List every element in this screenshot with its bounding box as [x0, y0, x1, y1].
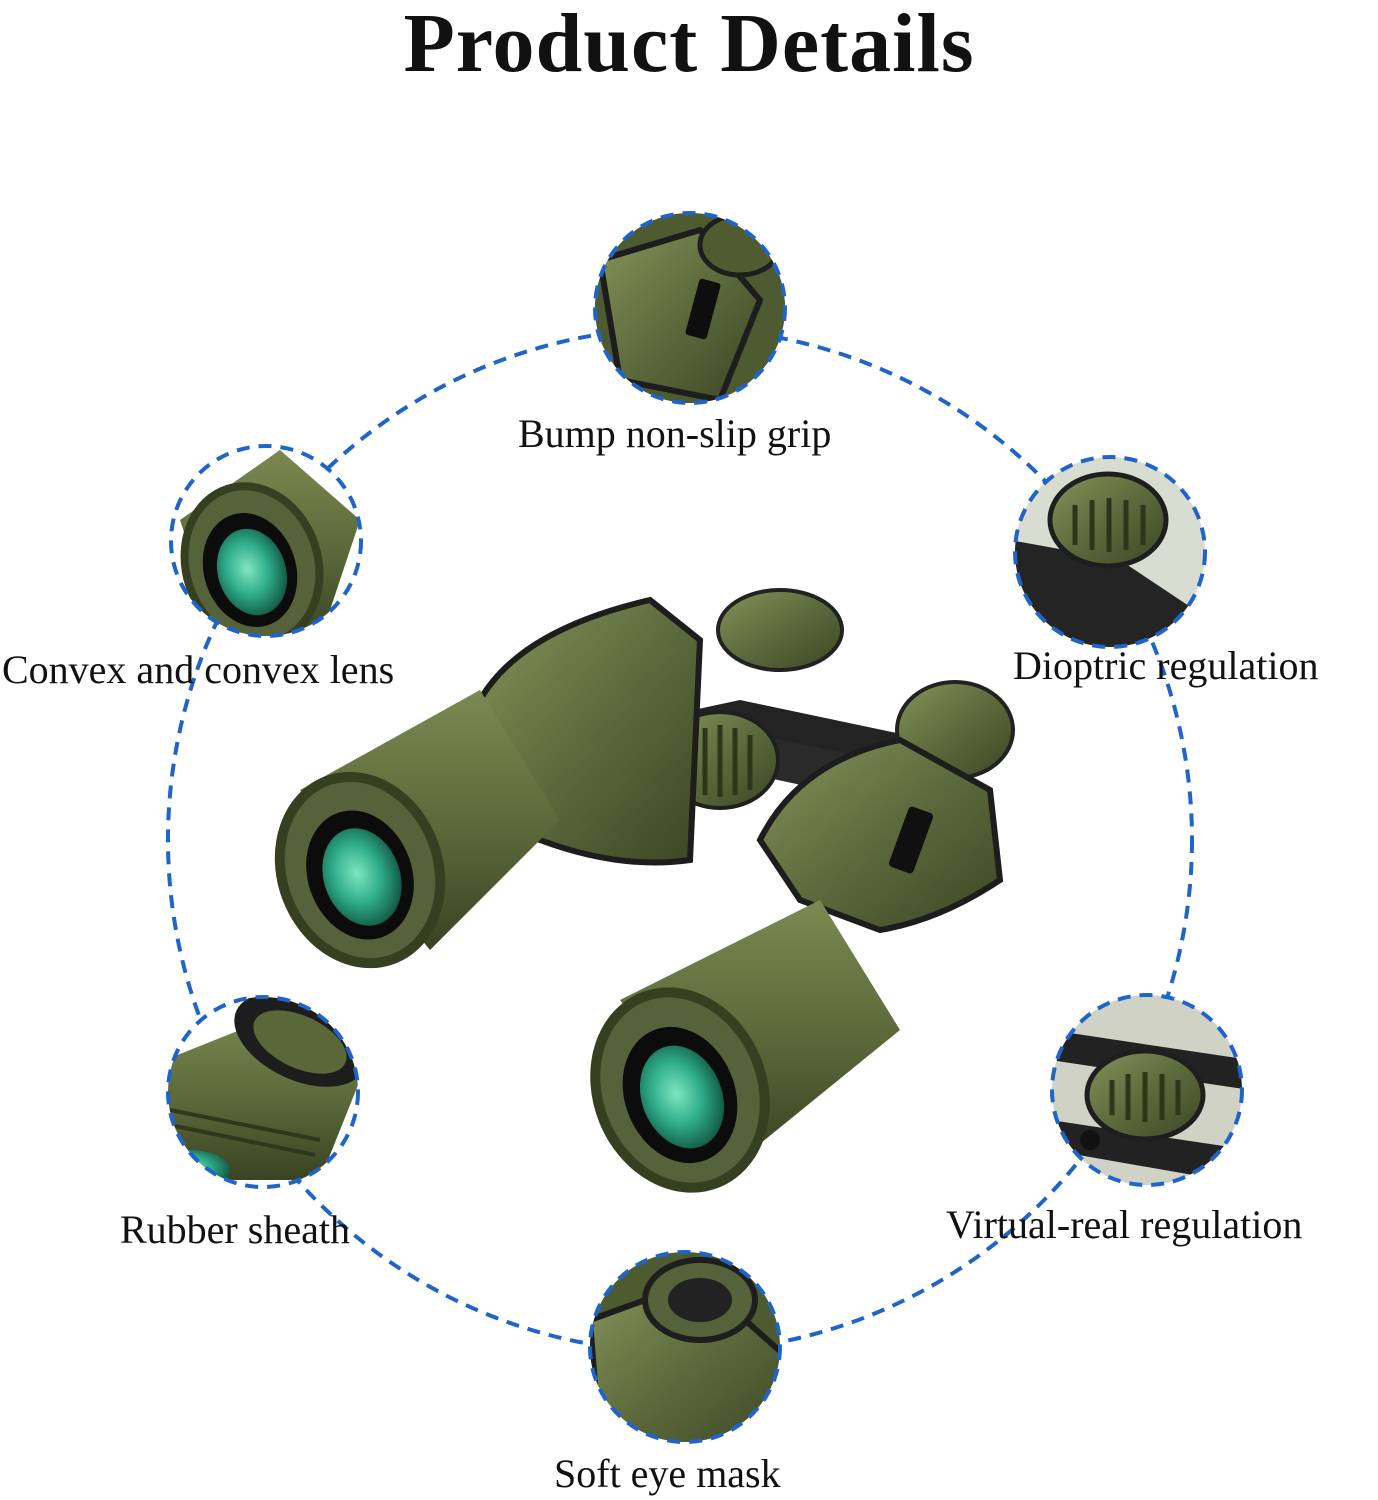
label-soft-eye-mask: Soft eye mask [554, 1451, 781, 1496]
diopter-closeup-icon [1013, 455, 1207, 649]
label-dioptric-regulation: Dioptric regulation [1013, 643, 1319, 688]
lens-closeup-icon [169, 444, 363, 638]
label-convex-lens: Convex and convex lens [2, 647, 395, 692]
eyecup-closeup-icon [588, 1250, 782, 1444]
label-virtual-real-regulation: Virtual-real regulation [946, 1202, 1303, 1247]
grip-closeup-icon [593, 211, 787, 405]
binoculars-main-image [274, 588, 1015, 1193]
label-bump-non-slip-grip: Bump non-slip grip [518, 411, 832, 456]
page-title: Product Details [403, 0, 975, 90]
sheath-closeup-icon [166, 995, 360, 1189]
focus-wheel-closeup-icon [1050, 993, 1244, 1187]
label-rubber-sheath: Rubber sheath [120, 1207, 350, 1252]
